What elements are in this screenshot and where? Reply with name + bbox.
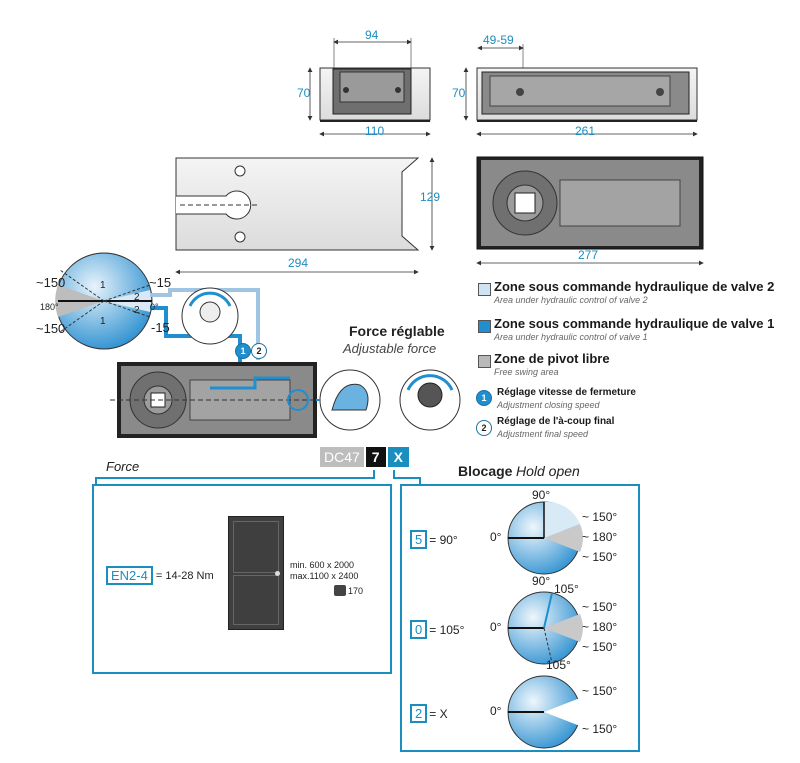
code-connectors [95,470,421,484]
row1-r1: ~ 150° [582,510,618,524]
dim-294: 294 [288,256,309,270]
hold-code-0: 0 [410,620,428,639]
legend-title-free: Zone de pivot libre [494,351,610,366]
en-code: EN2-4 [106,566,153,585]
dim-70-front: 70 [297,86,311,100]
hold-diagrams [507,501,583,749]
force-panel-label: Force [106,459,140,474]
legend-sub-free: Free swing area [494,367,559,377]
force-adjust-subtitle: Adjustable force [343,341,437,356]
legend-sub-valve1: Area under hydraulic control of valve 1 [494,332,648,342]
adj-title-1: Réglage vitesse de fermeture [497,387,636,398]
row2-bottom-label: 105° [546,658,571,672]
dim-110: 110 [365,124,385,138]
dim-129: 129 [420,190,441,204]
door-handle [275,571,280,576]
row3-r3: ~ 150° [582,722,618,736]
hold-row-none: 2 = X [410,704,448,723]
row1-left-label: 0° [490,530,502,544]
row3-left-label: 0° [490,704,502,718]
door-panel-top [233,521,279,573]
hold-panel: 5 = 90° 90° 0° ~ 150° ~ 180° ~ 150° 0 = … [400,484,640,752]
force-adjust-title: Force réglable [349,323,445,339]
legend-swatch-valve2 [478,283,491,296]
hold-row-90: 5 = 90° [410,530,458,549]
adj-title-2: Réglage de l'à-coup final [497,416,615,427]
hold-code-5: 5 [410,530,428,549]
hold-title: Blocage [458,463,513,479]
legend-title-valve2: Zone sous commande hydraulique de valve … [494,279,775,294]
dial-zone-1-top: 1 [100,280,106,291]
row1-r3: ~ 150° [582,550,618,564]
angle-dial [55,252,153,350]
technical-drawings [55,38,704,438]
top-view [476,156,704,266]
row2-left-label: 0° [490,620,502,634]
model-code: DC47 7 X [320,447,409,467]
adj-marker-1: 1 [476,390,492,406]
dim-94: 94 [365,28,379,42]
dim-49-59: 49-59 [483,33,514,47]
side-view [463,44,698,137]
row2-top2-label: 105° [554,582,579,596]
legend-title-valve1: Zone sous commande hydraulique de valve … [494,316,775,331]
hold-value-105: = 105° [429,622,465,637]
adj-marker-2: 2 [476,420,492,436]
dial-zone-2-bottom: 2 [134,305,140,316]
min-size: min. 600 x 2000 [290,560,355,570]
legend-swatch-valve1 [478,320,491,333]
hold-subtitle: Hold open [516,463,580,479]
weight-icon [334,585,346,596]
valve-2-marker: 2 [251,343,267,359]
dim-70-side: 70 [452,86,466,100]
door-illustration [228,516,284,630]
dial-150-top: ~150 [36,275,66,290]
cover-plate [175,157,435,275]
dial-zone-1-bottom: 1 [100,316,106,327]
dial-zone-2-top: 2 [134,292,140,303]
valve-1-marker: 1 [235,343,251,359]
dial-15-top: ~15 [149,275,172,290]
adj-sub-2: Adjustment final speed [497,429,589,439]
dial-180: 180° [40,302,59,312]
force-panel: EN2-4 = 14-28 Nm min. 600 x 2000 max.110… [92,484,392,674]
dial-150-bottom: ~150 [36,321,66,336]
dial-15-bottom: -15 [151,320,170,335]
row2-r2: ~ 180° [582,620,618,634]
hold-value-90: = 90° [429,532,458,547]
dim-261: 261 [575,124,596,138]
row2-top-label: 90° [532,574,551,588]
legend-swatch-free [478,355,491,368]
max-size: max.1100 x 2400 [290,571,359,581]
front-view [307,38,431,137]
dim-277: 277 [578,248,599,262]
legend-sub-valve2: Area under hydraulic control of valve 2 [494,295,648,305]
force-icons [316,369,461,431]
dial-0: 0° [150,302,159,312]
row1-r2: ~ 180° [582,530,618,544]
closer-body [110,362,330,438]
adj-sub-1: Adjustment closing speed [497,400,600,410]
en-value: = 14-28 Nm [155,569,214,582]
hold-code-2: 2 [410,704,428,723]
model-code-force: 7 [365,447,386,467]
row1-top-label: 90° [532,488,551,502]
door-panel-bottom [233,575,279,625]
row3-r1: ~ 150° [582,684,618,698]
model-code-hold: X [387,447,409,467]
en-class: EN2-4 = 14-28 Nm [106,566,214,585]
row2-r1: ~ 150° [582,600,618,614]
model-code-base: DC47 [320,447,364,467]
hold-value-none: = X [429,706,448,721]
row2-r3: ~ 150° [582,640,618,654]
hold-row-105: 0 = 105° [410,620,464,639]
weight-value: 170 [348,586,364,596]
